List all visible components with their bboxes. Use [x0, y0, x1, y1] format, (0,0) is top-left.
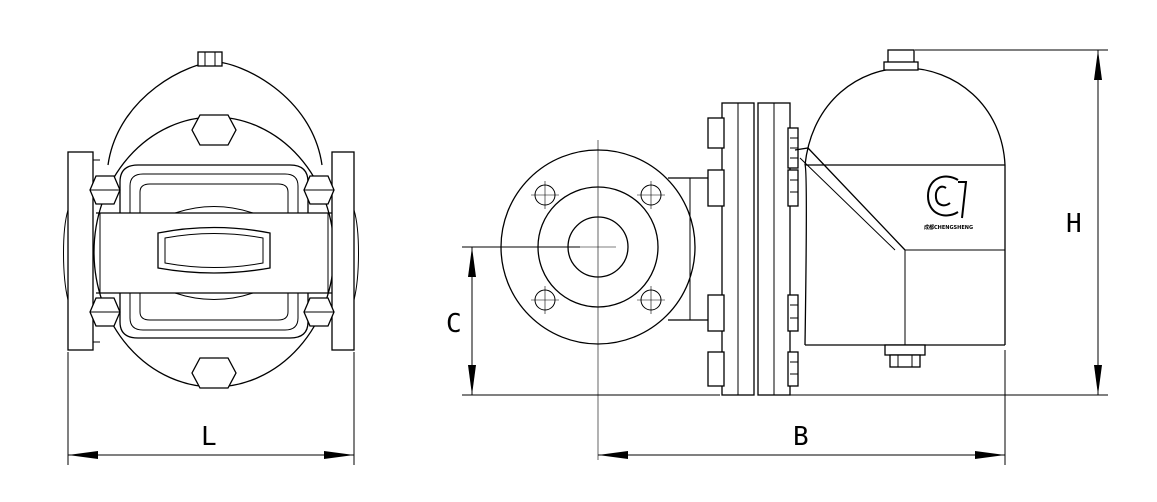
dimension-B: B [598, 350, 1006, 465]
front-view [63, 51, 359, 389]
front-bolt-top [191, 114, 237, 146]
side-flange-holes [531, 181, 665, 314]
dimension-label-H: H [1066, 209, 1082, 239]
front-left-flange [67, 151, 94, 351]
brand-logo-text: 成都CHENGSHENG [924, 224, 973, 231]
brand-logo: 成都CHENGSHENG [924, 175, 973, 231]
front-top-dome [107, 61, 323, 166]
front-valve-core [157, 226, 271, 274]
dimension-label-B: B [793, 422, 809, 452]
side-bottom-plug [884, 344, 926, 356]
side-view: 成都CHENGSHENG [500, 49, 1006, 460]
front-top-bolt [197, 51, 223, 67]
dimension-label-L: L [201, 422, 217, 452]
dimension-C: C [446, 246, 720, 396]
front-right-flange [331, 151, 355, 351]
side-body-dome [804, 67, 1006, 166]
dimension-H: H [790, 49, 1108, 396]
front-body-circle [93, 116, 335, 388]
dimension-label-C: C [446, 309, 462, 339]
front-bolt-bottom [191, 357, 237, 389]
dimension-L: L [67, 352, 355, 465]
